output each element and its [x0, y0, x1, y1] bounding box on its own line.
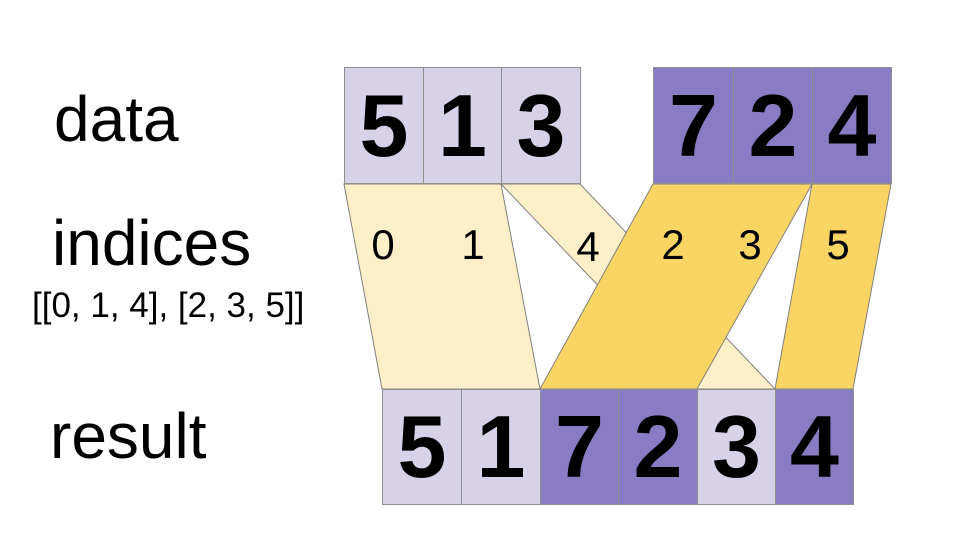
- result-cell-3: 2: [618, 389, 698, 505]
- indices-label: indices: [52, 207, 252, 279]
- result-cell-2: 7: [540, 389, 619, 505]
- result-cell-1: 1: [461, 389, 541, 505]
- data1-cell-2: 3: [501, 67, 581, 184]
- result-cell-0: 5: [382, 389, 462, 505]
- data2-cell-1: 2: [733, 67, 813, 184]
- result-label: result: [50, 400, 207, 472]
- result-cell-4: 3: [697, 389, 776, 505]
- index-number-4: 4: [576, 223, 600, 270]
- data2-cell-0: 7: [653, 67, 734, 184]
- indices-value-label: [[0, 1, 4], [2, 3, 5]]: [32, 286, 305, 325]
- data1-cell-1: 1: [423, 67, 502, 184]
- index-number-2: 2: [661, 221, 685, 268]
- result-cell-5: 4: [775, 389, 854, 505]
- data-label: data: [54, 83, 179, 155]
- data1-cell-0: 5: [344, 67, 424, 184]
- index-number-1: 1: [461, 221, 485, 268]
- index-number-5: 5: [826, 221, 850, 268]
- index-number-3: 3: [738, 221, 762, 268]
- band-indices-0-1: [343, 183, 541, 390]
- data2-cell-2: 4: [812, 67, 892, 184]
- index-number-0: 0: [371, 221, 395, 268]
